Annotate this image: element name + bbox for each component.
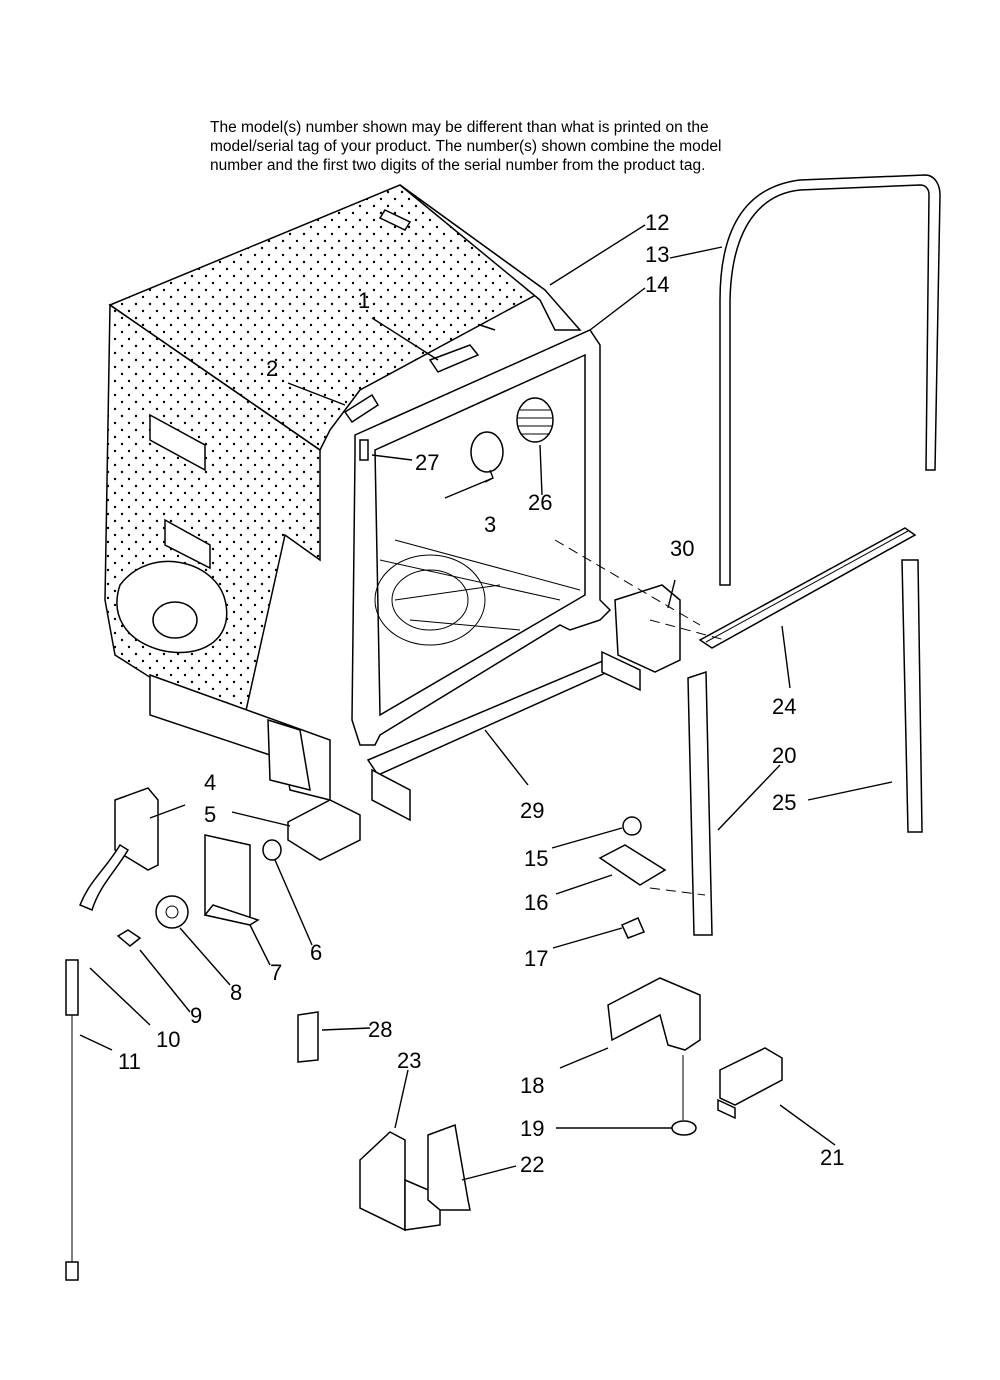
side-slot-lower — [164, 518, 211, 570]
cable-end-part-11 — [65, 959, 79, 1016]
spray-arm — [394, 584, 521, 631]
callout-6: 6 — [310, 940, 322, 965]
callout-13: 13 — [645, 242, 669, 267]
pump-hole — [152, 601, 198, 639]
alignment-lines — [554, 539, 726, 896]
callout-29: 29 — [520, 798, 544, 823]
callout-11: 11 — [118, 1049, 141, 1074]
callout-3: 3 — [484, 512, 496, 537]
spring-part-10 — [79, 843, 130, 912]
callout-22: 22 — [520, 1152, 544, 1177]
top-slot — [378, 209, 412, 231]
callout-5: 5 — [204, 802, 216, 827]
screw-part-17 — [620, 917, 645, 939]
foot-part-15 — [622, 816, 642, 836]
callout-24: 24 — [772, 694, 796, 719]
screw-part-27 — [359, 439, 369, 461]
tub-opening — [374, 353, 586, 717]
callout-2: 2 — [266, 356, 278, 381]
tub-top-edge — [399, 184, 582, 331]
callout-23: 23 — [397, 1048, 421, 1073]
plate-part-16 — [598, 844, 667, 886]
note-line-3: number and the first two digits of the s… — [210, 157, 706, 174]
strip-24-line — [705, 530, 909, 643]
callout-1: 1 — [358, 288, 370, 313]
bracket-part-21 — [719, 1047, 783, 1106]
tub-assembly — [104, 184, 612, 801]
bracket-part-22 — [427, 1123, 471, 1211]
vent-slats — [518, 409, 552, 435]
callout-15: 15 — [524, 846, 548, 871]
door-seal-13 — [719, 174, 941, 586]
wheel-8-hub — [165, 905, 179, 919]
note-line-1: The model(s) number shown may be differe… — [210, 119, 709, 136]
base-bracket — [267, 718, 311, 792]
callout-30: 30 — [670, 536, 694, 561]
bracket-part-30 — [614, 584, 681, 673]
strip-part-20 — [687, 670, 713, 936]
callout-21: 21 — [820, 1145, 844, 1170]
screw-part-9 — [116, 929, 142, 947]
clip-part-2 — [343, 393, 380, 424]
tub-base — [149, 673, 331, 801]
bracket-21-lip — [717, 1098, 736, 1120]
strip-part-24 — [698, 527, 917, 649]
callout-8: 8 — [230, 980, 242, 1005]
callout-labels: 1 2 3 4 5 6 7 8 9 10 11 12 13 14 15 16 1… — [118, 210, 844, 1177]
callout-25: 25 — [772, 790, 796, 815]
callout-28: 28 — [368, 1017, 392, 1042]
nut-part-6 — [262, 839, 282, 861]
spacer-part-28 — [297, 1011, 319, 1063]
vent-grille-26 — [516, 397, 554, 443]
panel-part-23 — [359, 1131, 406, 1232]
plate-7-lip — [203, 904, 260, 926]
leveling-foot-part-19 — [671, 1120, 697, 1136]
top-mark — [479, 324, 496, 331]
callout-12: 12 — [645, 210, 669, 235]
leader-lines — [79, 224, 893, 1181]
note-line-2: model/serial tag of your product. The nu… — [210, 138, 722, 155]
callout-9: 9 — [190, 1003, 202, 1028]
side-slot-upper — [149, 413, 206, 472]
tub-sump-inner — [391, 569, 469, 631]
callout-17: 17 — [524, 946, 548, 971]
gasket-ring-3 — [470, 431, 504, 473]
wheel-part-8 — [155, 895, 189, 929]
callout-10: 10 — [156, 1027, 180, 1052]
callout-20: 20 — [772, 743, 796, 768]
tub-floor-lines — [379, 539, 581, 601]
callout-14: 14 — [645, 272, 669, 297]
rail-29-clip — [601, 650, 641, 692]
callout-26: 26 — [528, 490, 552, 515]
strip-part-25 — [901, 559, 923, 833]
rail-29-end — [371, 768, 411, 822]
callout-7: 7 — [270, 960, 282, 985]
cable-tip-part-11 — [65, 1261, 79, 1281]
callout-19: 19 — [520, 1116, 544, 1141]
model-number-note: The model(s) number shown may be differe… — [210, 118, 810, 175]
callout-16: 16 — [524, 890, 548, 915]
bracket-part-5 — [287, 799, 361, 861]
bracket-part-1 — [428, 344, 480, 373]
bracket-part-18 — [607, 977, 701, 1051]
callout-27: 27 — [415, 450, 439, 475]
callout-4: 4 — [204, 770, 216, 795]
callout-18: 18 — [520, 1073, 544, 1098]
tub-sump — [374, 554, 486, 646]
